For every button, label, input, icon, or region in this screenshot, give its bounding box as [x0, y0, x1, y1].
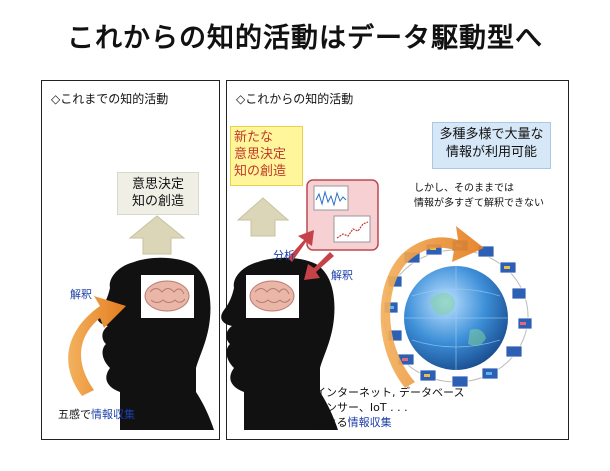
right-collect-prefix: による	[315, 416, 348, 429]
left-collect-caption: 五感で情報収集	[58, 407, 135, 422]
note-line-1: しかし、そのままでは	[414, 183, 514, 194]
page-title: これからの知的活動はデータ駆動型へ	[67, 23, 543, 54]
sources-line-1: インターネット, データベース	[315, 386, 465, 399]
right-brain-image	[246, 275, 299, 318]
left-brain-image	[141, 275, 194, 318]
left-decision-line-2: 知の創造	[131, 194, 184, 209]
new-box-line-1: 新たな	[234, 130, 274, 145]
analysis-box	[306, 179, 379, 251]
left-interpret-label: 解釈	[70, 288, 92, 301]
sources-line-2: センサー、IoT . . .	[315, 401, 408, 414]
left-decision-box: 意思決定 知の創造	[117, 172, 199, 215]
info-box-line-1: 多種多様で大量な	[439, 127, 544, 142]
info-box-line-2: 情報が利用可能	[445, 145, 537, 160]
right-collect-arrow	[380, 226, 484, 388]
new-decision-box: 新たな 意思決定 知の創造	[230, 126, 303, 186]
new-box-line-3: 知の創造	[234, 164, 287, 179]
right-collect-caption: による情報収集	[315, 415, 464, 430]
left-interpret-arrow	[68, 296, 126, 396]
info-available-box: 多種多様で大量な 情報が利用可能	[432, 122, 551, 169]
interpret-arrow-red	[304, 252, 334, 280]
note-line-2: 情報が多すぎて解釈できない	[414, 198, 544, 209]
right-interpret-label: 解釈	[331, 269, 353, 282]
too-much-info-note: しかし、そのままでは 情報が多すぎて解釈できない	[414, 181, 544, 211]
left-collect-highlight: 情報収集	[91, 408, 135, 421]
left-panel-heading: ◇これまでの知的活動	[51, 92, 169, 106]
analysis-arrow	[288, 230, 314, 262]
left-up-arrow	[128, 215, 186, 255]
data-sources-caption: インターネット, データベース センサー、IoT . . . による情報収集	[315, 385, 464, 430]
right-panel-heading: ◇これからの知的活動	[236, 92, 354, 106]
right-collect-highlight: 情報収集	[347, 416, 392, 429]
left-decision-line-1: 意思決定	[131, 177, 184, 192]
right-up-arrow	[236, 197, 290, 237]
left-collect-prefix: 五感で	[58, 408, 91, 421]
new-box-line-2: 意思決定	[234, 147, 287, 162]
analysis-label: 分析	[273, 249, 295, 262]
